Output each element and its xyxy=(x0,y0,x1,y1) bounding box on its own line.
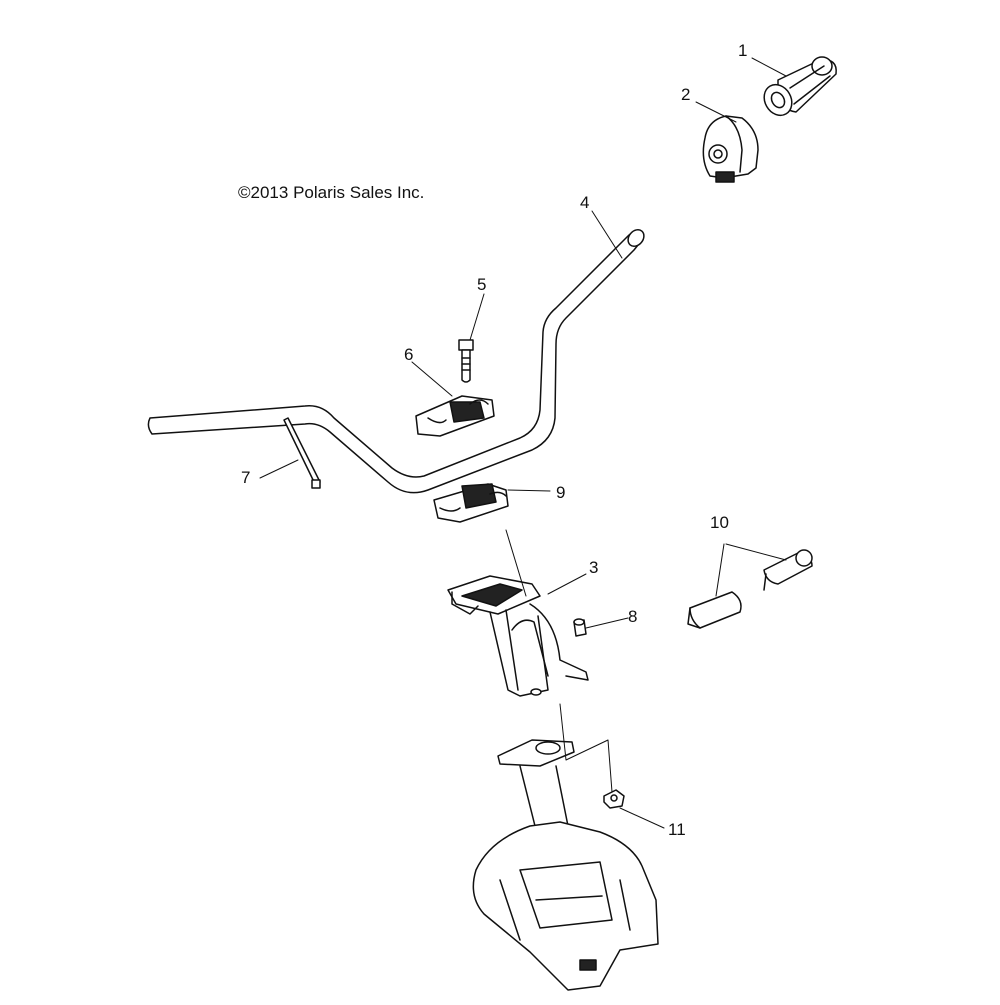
callout-5[interactable]: 5 xyxy=(477,275,487,294)
leader-1 xyxy=(751,57,787,77)
leader-11 xyxy=(619,807,665,829)
leader-3 xyxy=(547,573,587,595)
leader-lines xyxy=(259,57,787,829)
callout-8[interactable]: 8 xyxy=(628,607,638,626)
callout-3[interactable]: 3 xyxy=(589,558,599,577)
leader-9 xyxy=(507,489,551,492)
lower-cover xyxy=(472,821,659,991)
part-1-grip[interactable] xyxy=(759,56,837,120)
callout-9[interactable]: 9 xyxy=(556,483,566,502)
callout-11[interactable]: 11 xyxy=(668,820,686,839)
callout-2[interactable]: 2 xyxy=(681,85,691,104)
part-3-bracket[interactable] xyxy=(447,575,589,697)
leader-6 xyxy=(411,361,453,397)
part-2-housing[interactable] xyxy=(702,115,759,183)
leader-8 xyxy=(585,617,629,629)
callout-4[interactable]: 4 xyxy=(580,193,590,212)
callout-7[interactable]: 7 xyxy=(241,468,251,487)
part-6-upper-clamp[interactable] xyxy=(415,395,495,437)
part-10-switch[interactable] xyxy=(687,549,813,629)
callout-6[interactable]: 6 xyxy=(404,345,414,364)
part-8-nut[interactable] xyxy=(573,618,587,637)
leader-7 xyxy=(259,459,299,479)
callout-10[interactable]: 10 xyxy=(710,513,729,532)
leader-5 xyxy=(469,293,485,341)
copyright-text: ©2013 Polaris Sales Inc. xyxy=(238,183,425,202)
leader-10 xyxy=(715,543,787,597)
callout-1[interactable]: 1 xyxy=(738,41,748,60)
part-5-bolt[interactable] xyxy=(458,339,474,383)
leader-column xyxy=(505,529,527,597)
part-9-lower-clamp[interactable] xyxy=(433,483,509,523)
part-7-cable-tie[interactable] xyxy=(283,417,321,489)
leader-4 xyxy=(591,210,623,259)
part-11-flange-nut[interactable] xyxy=(603,789,625,809)
part-4-handlebar[interactable] xyxy=(147,227,647,494)
leader-2 xyxy=(695,101,737,123)
leader-column-lower xyxy=(559,703,613,793)
